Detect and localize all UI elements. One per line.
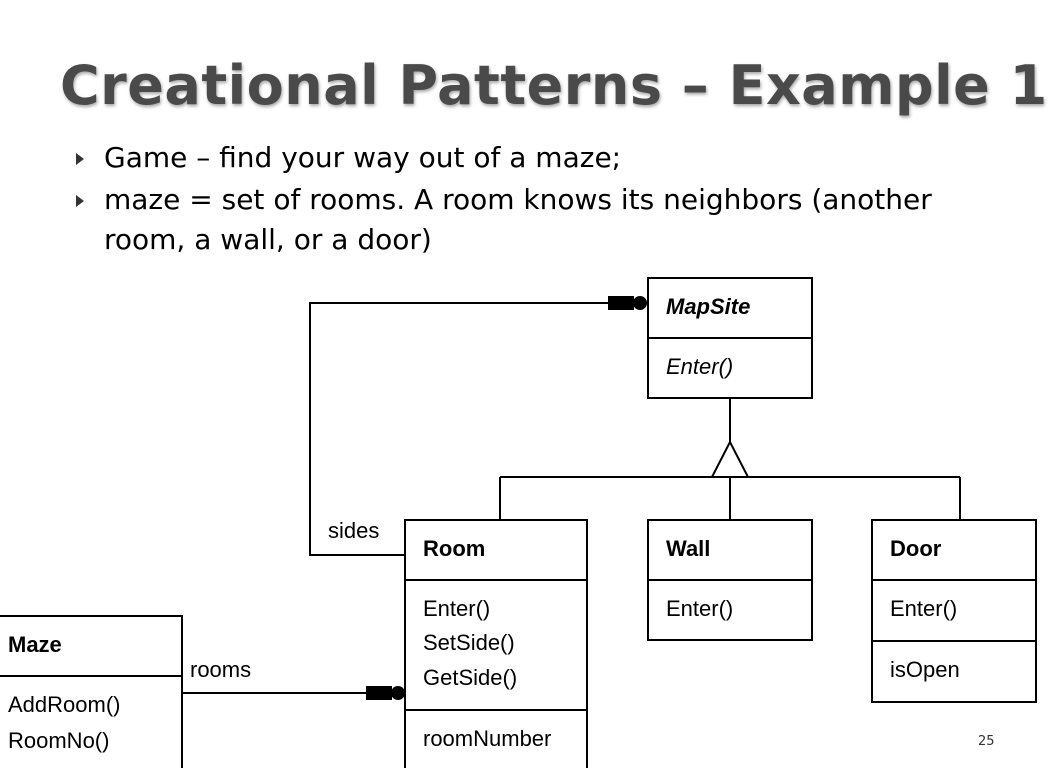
association-sides-label: sides bbox=[328, 518, 379, 543]
class-maze-op-roomno: RoomNo() bbox=[8, 728, 109, 753]
association-sides: sides bbox=[309, 296, 647, 556]
bullet-item: maze = set of rooms. A room knows its ne… bbox=[76, 180, 996, 260]
bullet-item: Game – find your way out of a maze; bbox=[76, 138, 996, 178]
class-door-name: Door bbox=[890, 536, 942, 561]
class-mapsite-op-enter: Enter() bbox=[666, 354, 733, 379]
aggregation-many-icon bbox=[366, 686, 392, 700]
inheritance-connector bbox=[499, 398, 961, 520]
class-door-op-enter: Enter() bbox=[890, 596, 957, 621]
aggregation-many-icon bbox=[608, 296, 634, 310]
class-maze-name: Maze bbox=[8, 632, 62, 657]
class-wall: Wall Enter() bbox=[647, 519, 813, 641]
class-room-op-enter: Enter() bbox=[423, 596, 490, 621]
class-wall-op-enter: Enter() bbox=[666, 596, 733, 621]
inheritance-triangle-icon bbox=[710, 439, 750, 478]
class-room-op-setside: SetSide() bbox=[423, 630, 515, 655]
association-sides-line bbox=[309, 302, 610, 556]
bullet-text: maze = set of rooms. A room knows its ne… bbox=[104, 183, 932, 256]
class-room-box bbox=[404, 519, 588, 768]
class-maze: Maze AddRoom() RoomNo() bbox=[0, 615, 183, 768]
uml-class-diagram: MapSite Enter() sides Room Enter() SetSi… bbox=[0, 277, 1037, 768]
class-maze-box bbox=[0, 615, 183, 768]
slide-title: Creational Patterns – Example 1 bbox=[60, 54, 1048, 117]
bullet-text: Game – find your way out of a maze; bbox=[104, 141, 622, 174]
class-room-attr-roomnumber: roomNumber bbox=[423, 726, 551, 751]
class-room-name: Room bbox=[423, 536, 485, 561]
class-door-box bbox=[871, 519, 1037, 703]
association-rooms: rooms bbox=[182, 657, 405, 700]
class-room: Room Enter() SetSide() GetSide() roomNum… bbox=[404, 519, 588, 768]
multiplicity-dot-icon bbox=[633, 296, 647, 310]
class-door: Door Enter() isOpen bbox=[871, 519, 1037, 703]
class-door-attr-isopen: isOpen bbox=[890, 657, 960, 682]
page-number: 25 bbox=[978, 734, 995, 749]
multiplicity-dot-icon bbox=[391, 686, 405, 700]
class-wall-name: Wall bbox=[666, 536, 710, 561]
bullet-list: Game – find your way out of a maze; maze… bbox=[76, 138, 996, 262]
bullet-arrow-icon bbox=[76, 153, 84, 165]
bullet-arrow-icon bbox=[76, 195, 84, 207]
class-mapsite-name: MapSite bbox=[666, 294, 750, 319]
class-mapsite: MapSite Enter() bbox=[647, 277, 813, 399]
class-room-op-getside: GetSide() bbox=[423, 665, 517, 690]
class-maze-op-addroom: AddRoom() bbox=[8, 692, 120, 717]
association-rooms-label: rooms bbox=[190, 657, 251, 682]
